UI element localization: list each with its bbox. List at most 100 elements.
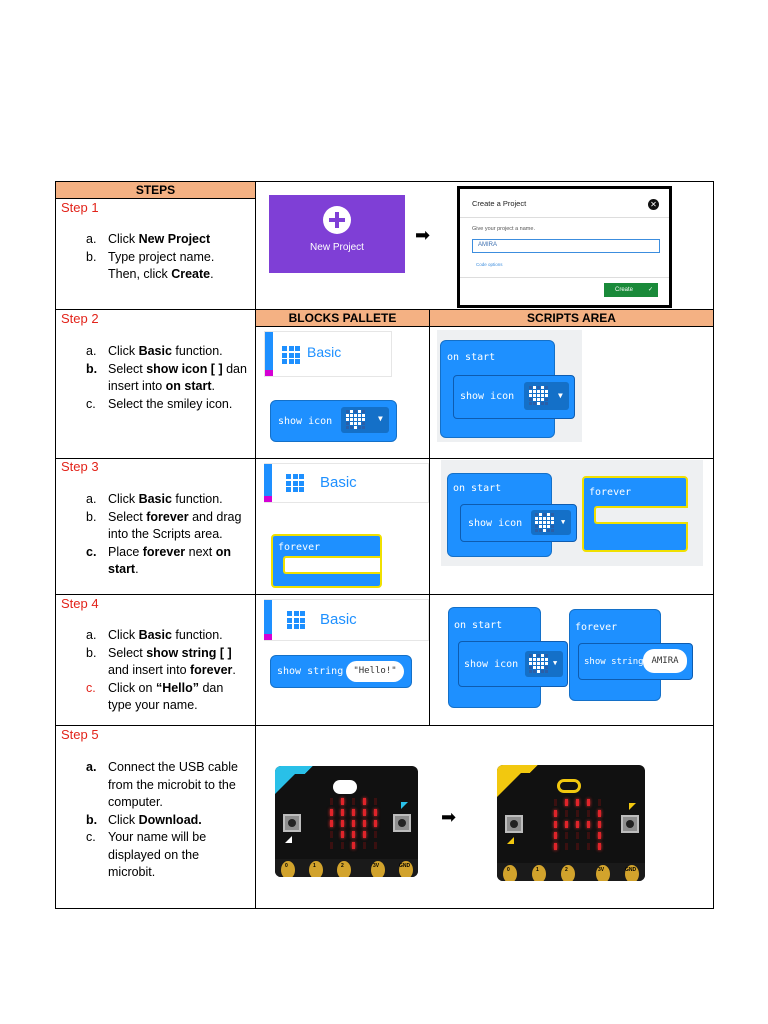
- logo-touch-icon: [557, 779, 581, 793]
- new-project-card[interactable]: New Project: [269, 195, 405, 273]
- led: [554, 821, 557, 828]
- basic-label: Basic: [307, 344, 342, 360]
- arrow-right-icon: ➡: [441, 807, 457, 827]
- show-string-block[interactable]: show string "Hello!": [270, 655, 412, 688]
- forever-block[interactable]: forever show string AMIRA: [569, 609, 693, 701]
- step-3-title: Step 3: [61, 459, 99, 474]
- scripts-area-panel: on start show icon ▼: [437, 330, 582, 442]
- create-button[interactable]: Create ✓: [604, 283, 658, 297]
- led: [598, 843, 601, 850]
- led: [374, 798, 377, 805]
- led: [554, 843, 557, 850]
- step-4-title: Step 4: [61, 596, 99, 611]
- show-icon-block[interactable]: show icon ▼: [458, 641, 568, 687]
- pin-0: [503, 865, 517, 881]
- led: [352, 820, 355, 827]
- header-divider: [55, 198, 255, 199]
- led: [598, 799, 601, 806]
- led: [587, 832, 590, 839]
- led: [330, 809, 333, 816]
- led: [587, 843, 590, 850]
- pin-3v: [371, 861, 385, 877]
- button-b: [621, 815, 639, 833]
- dialog-prompt: Give your project a name.: [472, 226, 535, 232]
- led: [352, 809, 355, 816]
- chevron-down-icon: ▼: [553, 659, 558, 667]
- dialog-title: Create a Project: [472, 199, 527, 208]
- pin-label: 2: [341, 863, 344, 869]
- step-1-title: Step 1: [61, 200, 99, 215]
- led: [374, 820, 377, 827]
- led: [341, 798, 344, 805]
- led: [598, 810, 601, 817]
- header-steps: STEPS: [56, 182, 255, 198]
- project-name-input[interactable]: AMIRA: [472, 239, 660, 253]
- led: [363, 842, 366, 849]
- led: [374, 809, 377, 816]
- on-start-block[interactable]: on start show icon ▼: [447, 473, 577, 557]
- led: [352, 831, 355, 838]
- show-icon-block[interactable]: show icon ▼: [270, 400, 397, 442]
- table-row-divider: [55, 725, 714, 726]
- pin-label: 3V: [373, 863, 380, 869]
- step-2-instructions: a.Click Basic function. b.Select show ic…: [56, 343, 255, 413]
- list-item: a.Click Basic function.: [86, 344, 223, 358]
- step-5-title: Step 5: [61, 727, 99, 742]
- pin-gnd: [625, 865, 639, 881]
- led: [330, 820, 333, 827]
- heart-icon-dropdown[interactable]: ▼: [531, 510, 571, 535]
- check-icon: ✓: [647, 287, 653, 293]
- heart-icon-dropdown[interactable]: ▼: [341, 407, 389, 433]
- on-start-block[interactable]: on start show icon ▼: [440, 340, 575, 438]
- chevron-down-icon: ▼: [558, 391, 563, 400]
- basic-category[interactable]: Basic: [264, 331, 392, 377]
- heart-icon-dropdown[interactable]: ▼: [525, 651, 563, 677]
- led: [587, 821, 590, 828]
- dialog-divider: [460, 217, 669, 218]
- chevron-down-icon: ▼: [561, 518, 566, 526]
- table-border-bottom: [55, 908, 714, 909]
- heart-icon-dropdown[interactable]: ▼: [524, 382, 569, 410]
- led: [341, 820, 344, 827]
- led: [576, 843, 579, 850]
- on-start-block[interactable]: on start show icon ▼: [448, 607, 568, 708]
- show-icon-block[interactable]: show icon ▼: [460, 504, 577, 542]
- led: [330, 831, 333, 838]
- triangle-icon: [401, 802, 408, 809]
- string-input[interactable]: AMIRA: [643, 649, 687, 673]
- led: [341, 831, 344, 838]
- list-item: b.Click Download.: [86, 812, 202, 827]
- pin-0: [281, 861, 295, 877]
- pin-label: 3V: [598, 867, 605, 873]
- table-row-divider: [55, 458, 714, 459]
- show-icon-block[interactable]: show icon ▼: [453, 375, 575, 419]
- grid-icon: [286, 474, 304, 492]
- basic-category[interactable]: Basic: [264, 599, 429, 641]
- close-icon[interactable]: ✕: [648, 199, 659, 210]
- table-column-divider-inner: [429, 310, 430, 725]
- step-4-instructions: a.Click Basic function. b.Select show st…: [56, 627, 255, 715]
- pin-label: 0: [507, 867, 510, 873]
- list-item: b.Select show string [ ]and insert into …: [86, 645, 236, 678]
- led: [576, 810, 579, 817]
- logo-touch-icon: [333, 780, 357, 794]
- basic-category[interactable]: Basic: [264, 463, 429, 503]
- led: [341, 842, 344, 849]
- led: [598, 832, 601, 839]
- header-blocks-pallete: BLOCKS PALLETE: [256, 310, 429, 326]
- led: [576, 799, 579, 806]
- code-options-link[interactable]: Code options: [476, 262, 503, 267]
- forever-block[interactable]: forever: [271, 534, 382, 588]
- heart-icon: [529, 386, 548, 405]
- string-input[interactable]: "Hello!": [346, 661, 404, 682]
- show-string-block[interactable]: show string AMIRA: [578, 643, 693, 680]
- pin-3v: [596, 865, 610, 881]
- forever-block[interactable]: forever: [582, 476, 688, 552]
- basic-label: Basic: [320, 474, 357, 491]
- microbit-letter-image: 0 1 2 3V GND: [497, 765, 645, 881]
- led: [565, 843, 568, 850]
- arrow-right-icon: ➡: [415, 225, 431, 245]
